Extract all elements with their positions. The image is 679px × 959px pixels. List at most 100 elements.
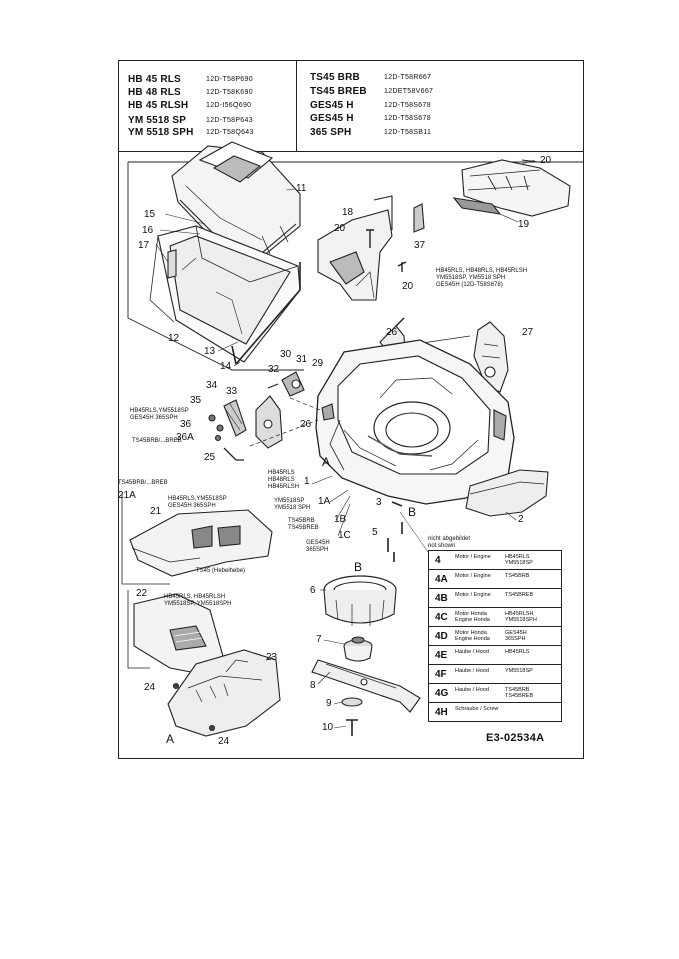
legend-id: 4C [435, 612, 448, 623]
callout-24a: 24 [144, 682, 156, 693]
callout-9: 9 [326, 698, 332, 709]
callout-6: 6 [310, 585, 316, 596]
note-chute-models: HB45RLS,YM5518SP GES45H 365SPH [168, 496, 227, 509]
note-grassbag-models: HB45RLS, HB48RLS, HB45RLSH YM5518SP, YM5… [436, 268, 528, 288]
pivot-cluster-30 [267, 371, 305, 397]
note-mulch-models: HB45RLS, HB45RLSH YM5518SP, YM5518SPH [164, 594, 232, 607]
grassbag-group-bracket [127, 162, 304, 371]
callout-26: 26 [386, 327, 398, 338]
legend-id: 4 [435, 555, 441, 566]
legend-id: 4A [435, 574, 448, 585]
legend-row: 4H Schraube / Screw [429, 703, 561, 721]
clip-17 [167, 249, 177, 279]
model-code: 12DET58V667 [384, 88, 434, 95]
callout-31: 31 [296, 354, 308, 365]
model-code: 12D-T58SB11 [384, 129, 432, 136]
legend-desc: Motor Honda Engine Honda [455, 611, 490, 623]
model-code: 12D-T58P690 [206, 76, 253, 83]
legend-models: TS45BRB TS45BREB [505, 687, 534, 699]
note-deck-models3: TS45BRB TS45BREB [288, 518, 319, 531]
model-code: 12D-I56Q690 [206, 102, 252, 109]
legend-id: 4G [435, 688, 449, 699]
callout-7: 7 [316, 634, 322, 645]
note-deck-models1: HB45RLS HB48RLS HB45RLSH [268, 470, 300, 490]
alignment-line [249, 419, 319, 447]
model-code: 12D-T58R667 [384, 74, 432, 81]
screw-24a [172, 682, 180, 690]
wheel-bracket-27 [473, 321, 509, 393]
legend-id: 4E [435, 650, 448, 661]
callout-5: 5 [372, 527, 378, 538]
mark-b-ring: B [354, 560, 363, 574]
note-flap-label: TS45 (Hebelhebe) [196, 568, 246, 574]
legend-models: GES45H 365SPH [505, 630, 527, 642]
callout-32: 32 [268, 364, 280, 375]
note-deck-models4: GES45H 365SPH [306, 540, 330, 553]
chute-group-bracket [121, 494, 170, 585]
callout-23: 23 [266, 652, 278, 663]
mulch-group-bracket [127, 590, 150, 669]
legend-desc: Schraube / Screw [455, 706, 499, 712]
screw-20b [397, 261, 407, 272]
callout-16: 16 [142, 225, 154, 236]
model-name: GES45 H [310, 100, 354, 111]
callout-3: 3 [376, 497, 382, 508]
handle-pivot-group [208, 399, 247, 442]
model-code: 12D-T58S678 [384, 102, 431, 109]
legend-row: 4G Haube / Hood TS45BRB TS45BREB [429, 684, 561, 703]
legend-row: 4D Motor Honda Engine Honda GES45H 365SP… [429, 627, 561, 646]
callout-1c: 1C [338, 530, 351, 541]
legend-desc: Haube / Hood [455, 668, 489, 674]
legend-models: TS45BRB [505, 573, 530, 579]
grassbag-12 [149, 225, 301, 363]
legend-models: TS45BREB [505, 592, 534, 598]
mower-deck-1 [315, 339, 515, 505]
legend-row: 4E Haube / Hood HB45RLS [429, 646, 561, 665]
callout-19: 19 [518, 219, 530, 230]
legend-row: 4F Haube / Hood YM5518SP [429, 665, 561, 684]
rear-skirt-2 [465, 469, 549, 517]
note-deck-models2: YM5518SP YM5518 SPH [274, 498, 311, 511]
model-name: HB 45 RLS [128, 74, 181, 85]
note-side-models2: TS45BRB/...BREB [132, 438, 182, 444]
model-name: TS45 BREB [310, 86, 367, 97]
note-not-shown: nicht abgebildet not shown [428, 536, 471, 549]
legend-row: 4C Motor Honda Engine Honda HB45RLSH YM5… [429, 608, 561, 627]
model-name: TS45 BRB [310, 72, 360, 83]
legend-desc: Motor / Engine [455, 554, 491, 560]
callout-13: 13 [204, 346, 216, 357]
legend-id: 4B [435, 593, 448, 604]
model-header [118, 60, 584, 152]
callout-24b: 24 [218, 736, 230, 747]
legend-models: HB45RLS [505, 649, 530, 655]
screw-24b [208, 724, 216, 732]
callout-18: 18 [342, 207, 354, 218]
legend-id: 4D [435, 631, 448, 642]
callout-36: 36 [180, 419, 192, 430]
callout-12: 12 [168, 333, 180, 344]
callout-17: 17 [138, 240, 150, 251]
model-code: 12D-T58P643 [206, 117, 253, 124]
callout-1b: 1B [334, 514, 347, 525]
model-name: GES45 H [310, 113, 354, 124]
callout-10: 10 [322, 722, 334, 733]
callout-2: 2 [518, 514, 524, 525]
callout-8: 8 [310, 680, 316, 691]
washer-9 [341, 697, 363, 707]
legend-desc: Haube / Hood [455, 649, 489, 655]
legend-desc: Motor Honda Engine Honda [455, 630, 490, 642]
diagram-frame [118, 60, 584, 759]
leader-lines [155, 159, 536, 729]
hinge-37 [413, 203, 425, 233]
callout-21a: 21A [118, 490, 136, 501]
legend-id: 4H [435, 707, 448, 718]
legend-row: 4A Motor / Engine TS45BRB [429, 570, 561, 589]
legend-row: 4B Motor / Engine TS45BREB [429, 589, 561, 608]
lower-chute-23 [167, 649, 281, 737]
callout-36a: 36A [176, 432, 194, 443]
legend-models: YM5518SP [505, 668, 533, 674]
model-name: HB 48 RLS [128, 87, 181, 98]
callout-25: 25 [204, 452, 216, 463]
model-code: 12D-T58K690 [206, 89, 253, 96]
